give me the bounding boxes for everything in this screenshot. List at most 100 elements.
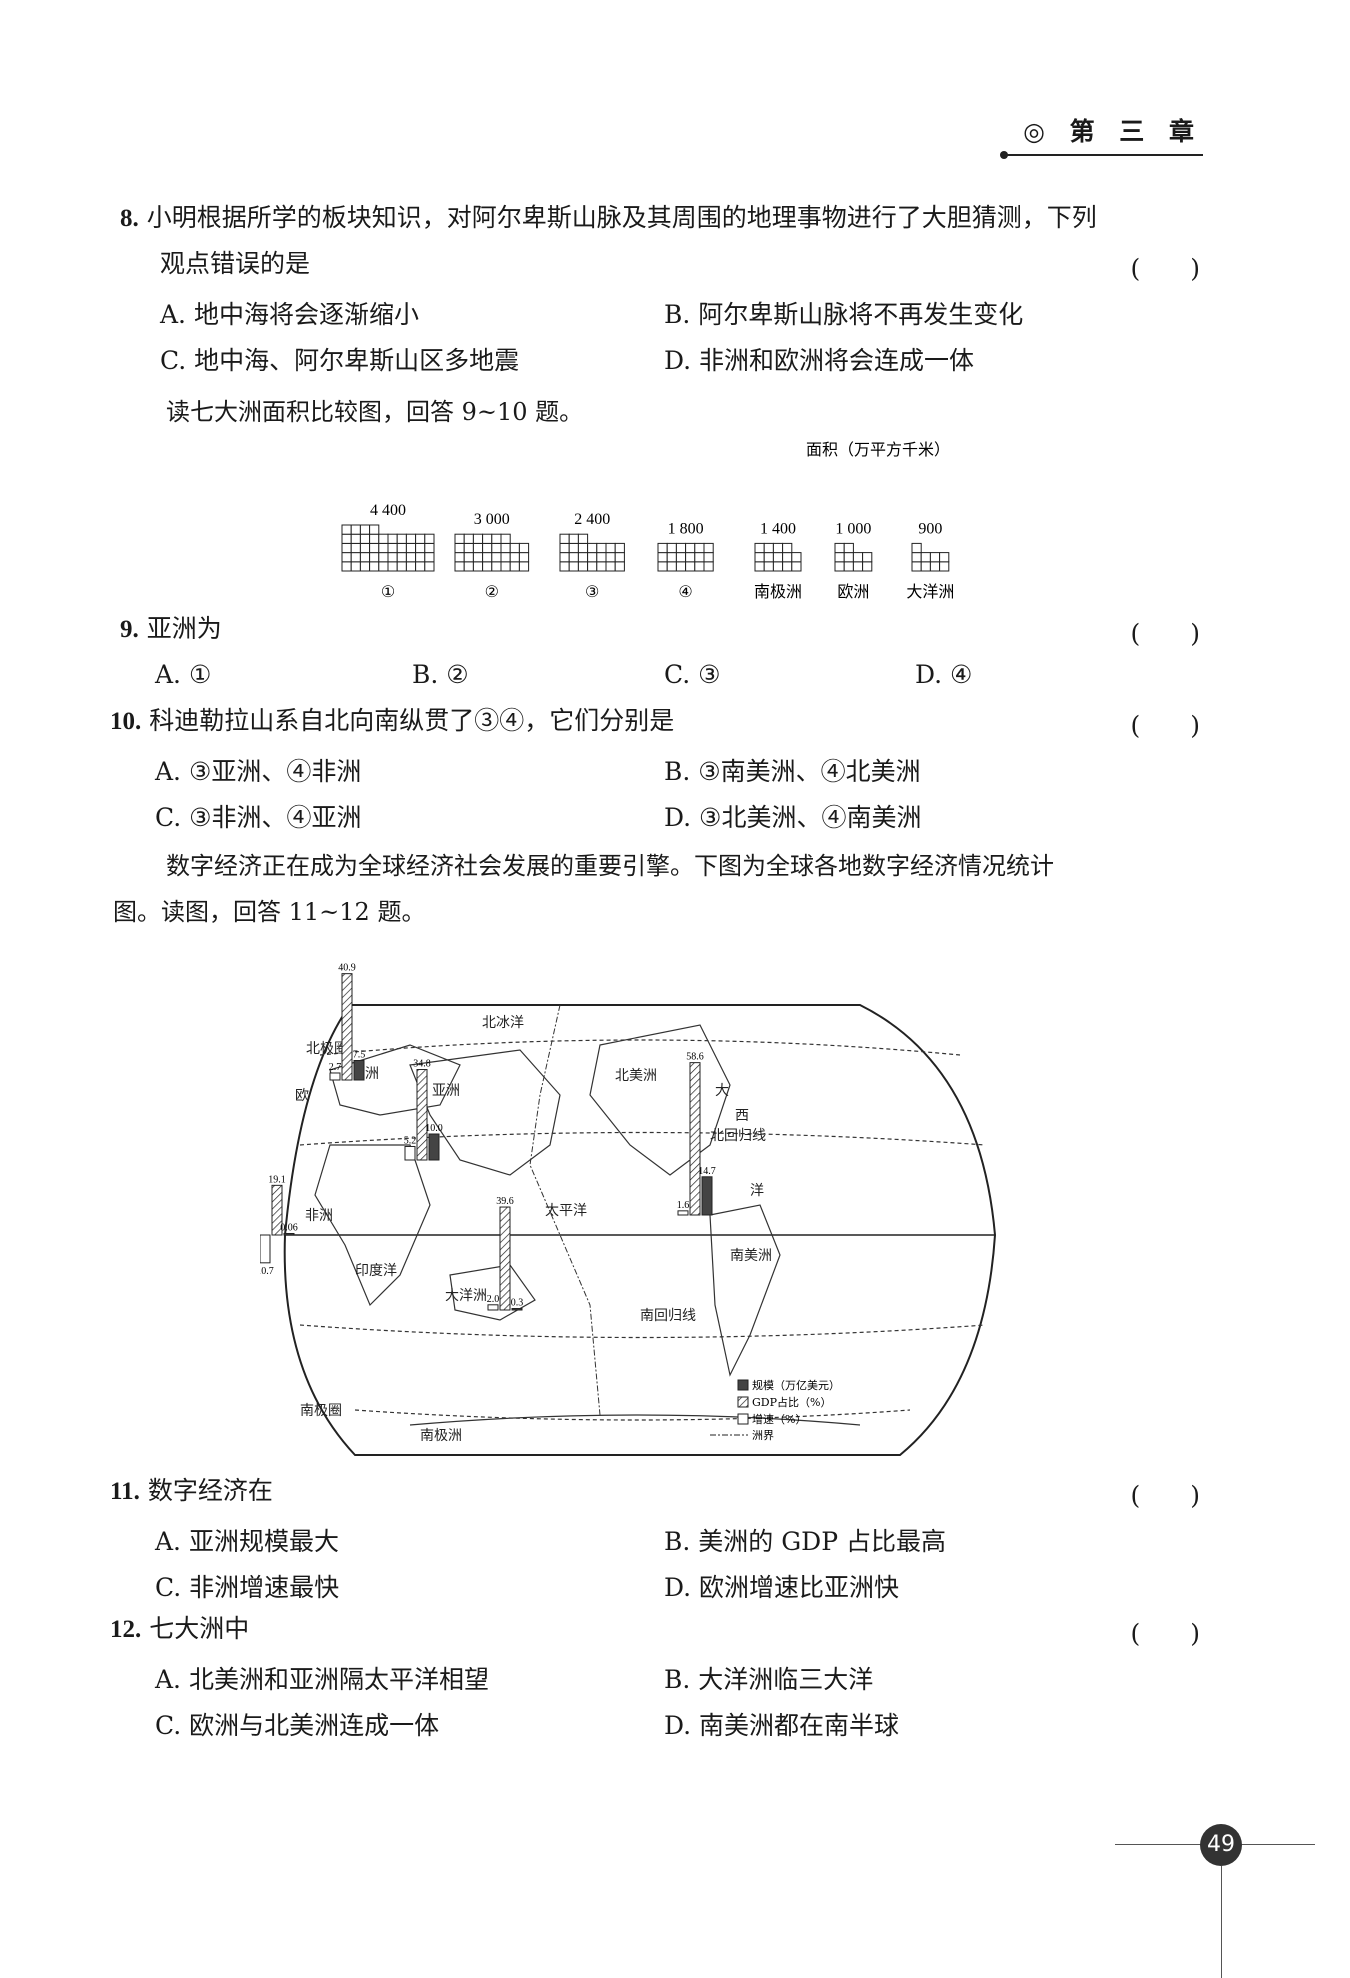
legend-speed-swatch [737, 1413, 749, 1425]
area-bar-4 [657, 542, 714, 572]
q12-line: 12. 七大洲中 [110, 1614, 249, 1645]
page-number-stem [1221, 1866, 1222, 1978]
area-bar-2 [454, 533, 530, 572]
area-category-label-4: ④ [678, 584, 692, 601]
q11-text: 数字经济在 [147, 1476, 273, 1505]
digital-economy-world-map: 北极圈 北冰洋 欧 洲 亚洲 北美洲 大 西 北回归线 洋 太平洋 非洲 赤道 … [260, 963, 997, 1456]
label-south-america: 南美洲 [730, 1248, 772, 1264]
q10-answer-paren: ( ) [1130, 711, 1200, 740]
area-category-label-1: ① [381, 584, 395, 601]
tropic-cancer-line [299, 1131, 986, 1146]
map-bar-label-america-speed: 1.6 [677, 1200, 690, 1211]
label-arctic-circle: 北极圈 [306, 1041, 348, 1057]
area-bar-7 [911, 542, 950, 572]
q8-option-d: D. 非洲和欧洲将会连成一体 [664, 346, 975, 375]
legend-speed-label: 增速（%） [752, 1412, 806, 1426]
q8-option-a: A. 地中海将会逐渐缩小 [160, 300, 419, 329]
chart-unit-label: 面积（万平方千米） [806, 441, 950, 459]
q8-option-b: B. 阿尔卑斯山脉将不再发生变化 [664, 300, 1024, 329]
q10-option-b: B. ③南美洲、④北美洲 [664, 757, 921, 786]
q12-number: 12. [110, 1616, 142, 1643]
continent-border-line [529, 1004, 601, 1416]
intro-q11-12-line2: 图。读图，回答 11~12 题。 [113, 898, 426, 926]
map-bar-label-africa-scale: 0.06 [280, 1223, 298, 1234]
q11-option-d: D. 欧洲增速比亚洲快 [664, 1573, 900, 1602]
map-bar-label-africa-speed: 10.7 [260, 1266, 274, 1277]
legend-scale-swatch [737, 1379, 749, 1391]
map-bar-label-oceania-scale: 0.3 [511, 1298, 524, 1309]
label-tropic-cancer: 北回归线 [710, 1127, 766, 1144]
south-america-shape [709, 1204, 781, 1377]
area-value-label-6: 1 000 [835, 520, 871, 537]
area-category-label-3: ③ [585, 584, 599, 601]
map-bar-label-asia-speed: 5.2 [404, 1135, 417, 1146]
map-bar-oceania-gdp [499, 1206, 511, 1311]
q10-text: 科迪勒拉山系自北向南纵贯了③④，它们分别是 [149, 706, 675, 735]
label-pacific: 太平洋 [545, 1203, 587, 1219]
q9-number: 9. [120, 616, 139, 643]
label-west: 西 [735, 1108, 749, 1124]
legend-border-label: 洲界 [752, 1429, 774, 1442]
q10-number: 10. [110, 708, 142, 735]
map-bar-label-oceania-speed: 2.0 [487, 1294, 500, 1305]
q9-option-d: D. ④ [915, 660, 973, 689]
europe-shape [329, 1044, 461, 1116]
area-value-label-4: 1 800 [668, 520, 704, 537]
area-category-label-6: 欧洲 [837, 583, 869, 601]
map-bar-label-europe-scale: 7.5 [353, 1050, 366, 1061]
q11-option-a: A. 亚洲规模最大 [155, 1527, 339, 1556]
area-bar-6 [834, 542, 873, 572]
antarctic-circle-line [354, 1409, 911, 1421]
map-bar-asia-speed [404, 1145, 416, 1161]
legend-gdp-label: GDP占比（%） [752, 1395, 831, 1409]
area-bar-1 [341, 524, 435, 572]
map-bar-america-gdp [689, 1062, 701, 1216]
map-bar-label-oceania-gdp: 39.6 [496, 1196, 514, 1207]
map-bar-asia-gdp [416, 1069, 428, 1161]
q10-option-a: A. ③亚洲、④非洲 [155, 757, 362, 786]
q9-option-b: B. ② [412, 660, 469, 689]
label-antarctica: 南极洲 [420, 1428, 462, 1444]
q12-option-b: B. 大洋洲临三大洋 [664, 1665, 874, 1694]
map-bar-africa-speed [260, 1234, 271, 1264]
q10-option-d: D. ③北美洲、④南美洲 [664, 803, 922, 832]
map-bar-africa-gdp [271, 1184, 283, 1236]
map-bar-europe-gdp [341, 973, 353, 1081]
area-category-label-5: 南极洲 [754, 583, 802, 601]
q12-answer-paren: ( ) [1130, 1619, 1200, 1648]
map-bar-label-europe-gdp: 40.9 [338, 963, 356, 974]
q9-text: 亚洲为 [146, 614, 222, 643]
label-europe2: 洲 [365, 1066, 379, 1082]
q11-line: 11. 数字经济在 [110, 1476, 273, 1507]
map-bar-label-america-scale: 14.7 [698, 1166, 716, 1177]
map-bar-europe-scale [353, 1060, 365, 1081]
map-bar-europe-speed [329, 1072, 341, 1081]
intro-q9-10: 读七大洲面积比较图，回答 9~10 题。 [166, 398, 584, 426]
map-bar-asia-scale [428, 1133, 440, 1161]
q12-option-c: C. 欧洲与北美洲连成一体 [155, 1711, 440, 1740]
label-asia: 亚洲 [432, 1083, 460, 1099]
map-bar-oceania-speed [487, 1304, 499, 1311]
q10-line: 10. 科迪勒拉山系自北向南纵贯了③④，它们分别是 [110, 706, 674, 737]
q8-line1: 8. 小明根据所学的板块知识，对阿尔卑斯山脉及其周围的地理事物进行了大胆猜测，下… [120, 203, 1097, 234]
area-value-label-3: 2 400 [574, 511, 610, 528]
map-bar-oceania-scale [511, 1308, 523, 1311]
area-bar-5 [754, 542, 802, 572]
page-number: 49 [1200, 1824, 1242, 1866]
label-ocean-yang: 洋 [750, 1183, 764, 1199]
chapter-rule [1005, 154, 1203, 156]
chapter-title: ◎ 第 三 章 [1023, 117, 1202, 146]
label-africa: 非洲 [305, 1208, 333, 1224]
intro-q11-12-line1: 数字经济正在成为全球经济社会发展的重要引擎。下图为全球各地数字经济情况统计 [166, 852, 1054, 880]
q8-option-c: C. 地中海、阿尔卑斯山区多地震 [160, 346, 520, 375]
q8-answer-paren: ( ) [1130, 254, 1200, 283]
label-antarctic-circle: 南极圈 [300, 1403, 342, 1419]
area-value-label-2: 3 000 [474, 511, 510, 528]
map-bar-label-asia-scale: 10.0 [425, 1123, 443, 1134]
antarctica-coast [409, 1414, 861, 1426]
area-value-label-7: 900 [918, 520, 942, 537]
q9-option-c: C. ③ [664, 660, 721, 689]
q12-text: 七大洲中 [149, 1614, 250, 1643]
q9-answer-paren: ( ) [1130, 619, 1200, 648]
